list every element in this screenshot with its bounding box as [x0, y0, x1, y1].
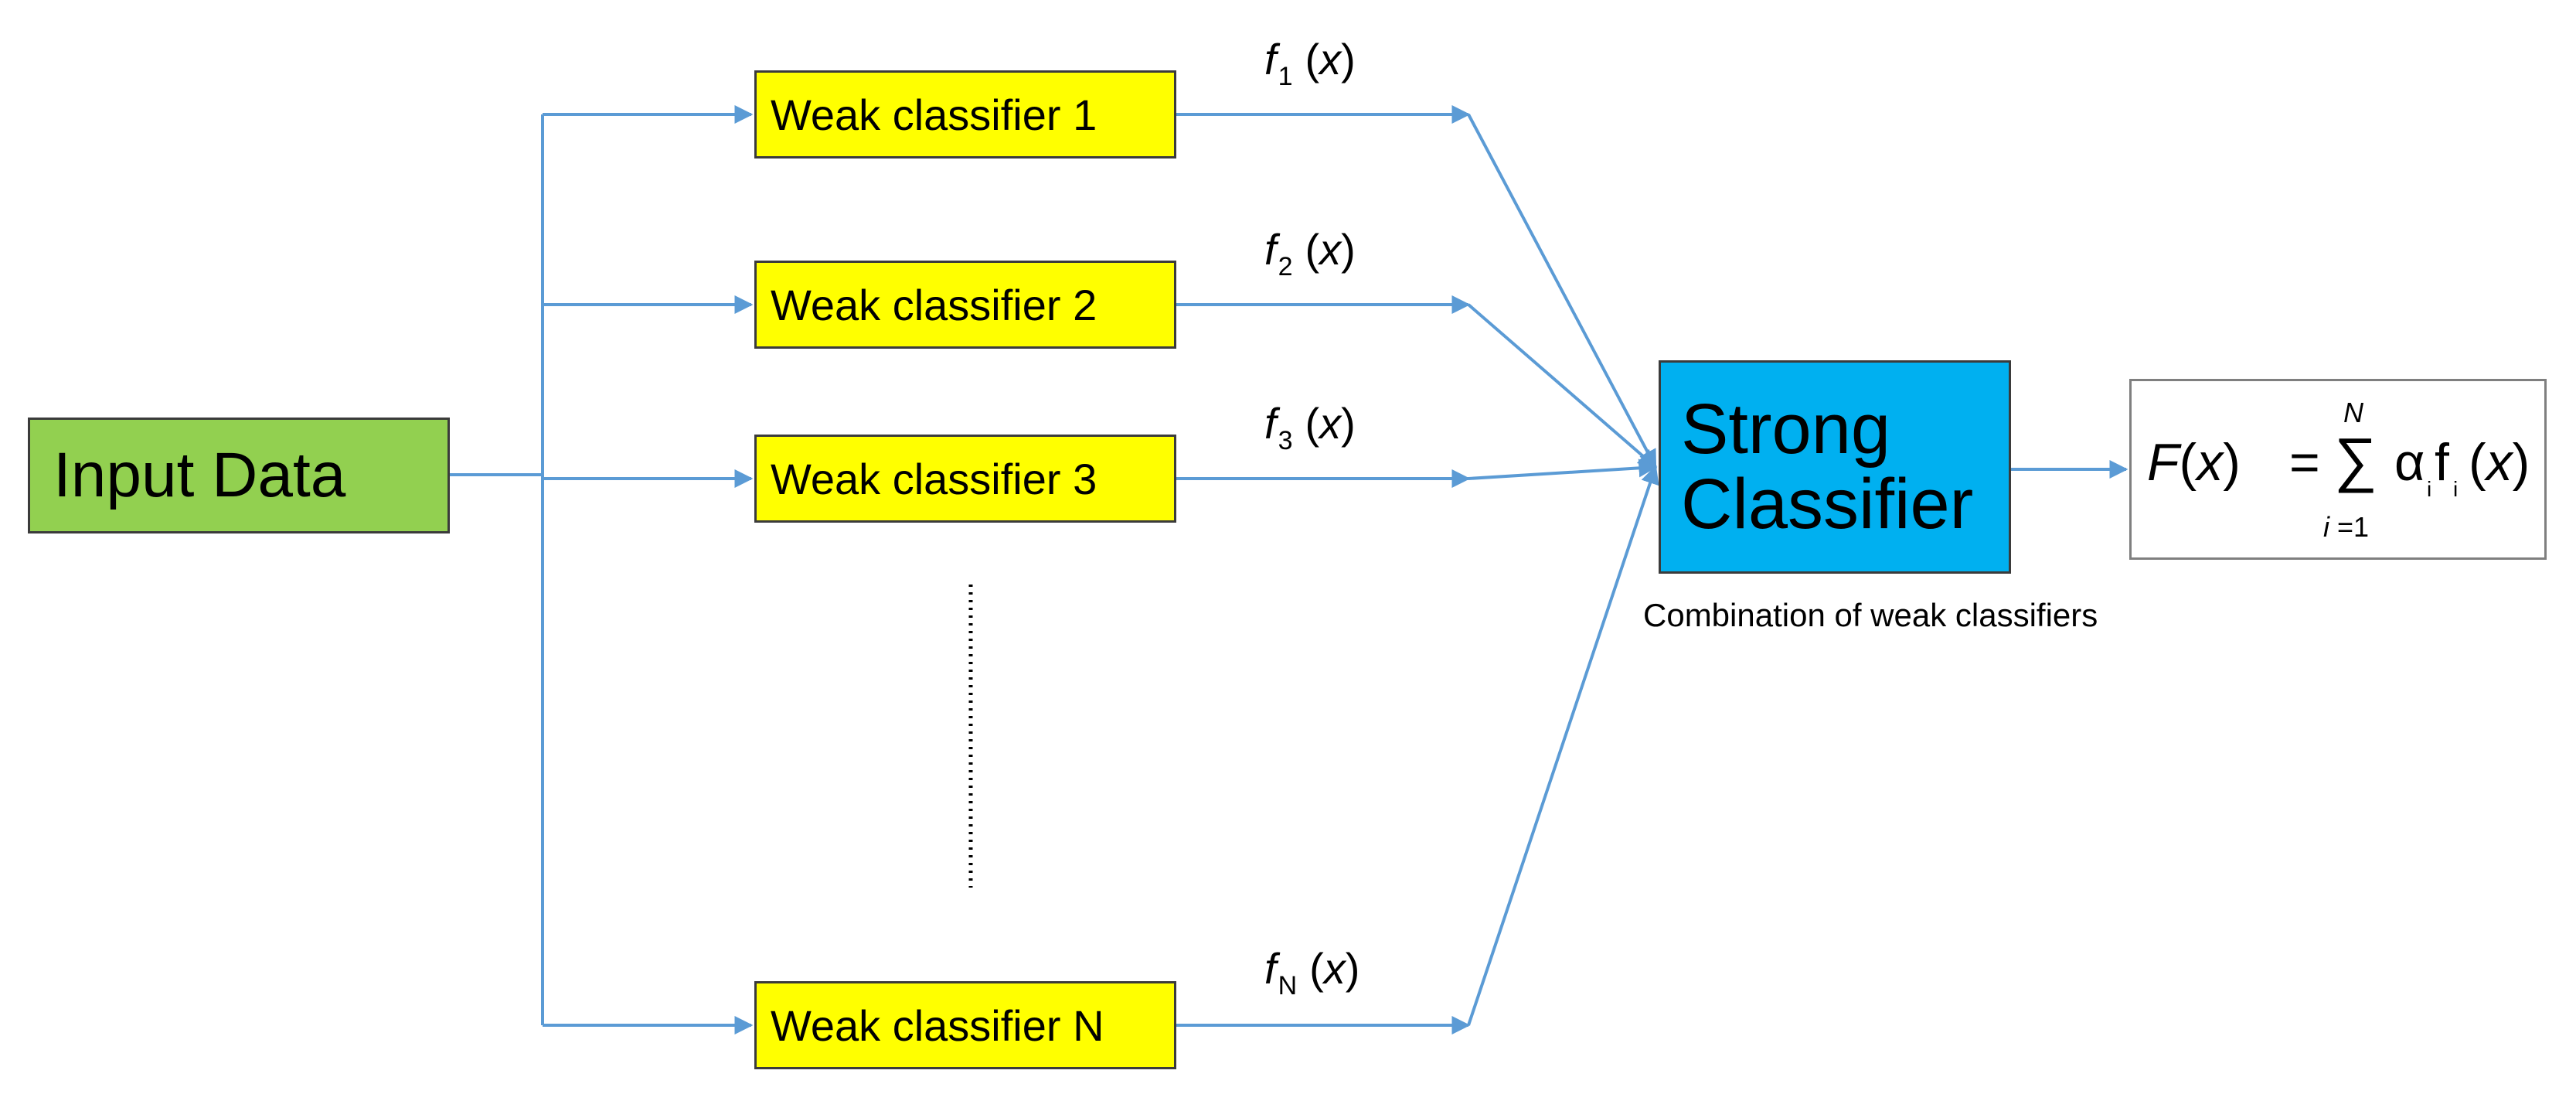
- weak-classifier-1: Weak classifier 1: [754, 70, 1176, 159]
- formula-rhs-open: (: [2469, 433, 2486, 492]
- converge-arrow-1: [1467, 114, 1657, 469]
- function-name: f: [1264, 399, 1277, 448]
- formula-rhs: (x): [2469, 432, 2530, 493]
- function-subscript: 2: [1278, 252, 1293, 281]
- formula-rhs-x: x: [2486, 433, 2513, 492]
- formula-x: x: [2197, 433, 2224, 492]
- sigma-icon: ∑: [2334, 425, 2377, 493]
- function-subscript: N: [1278, 971, 1298, 1000]
- weak-classifier-2: Weak classifier 2: [754, 261, 1176, 349]
- output-function-label-n: fN(x): [1264, 944, 1360, 1000]
- formula-lhs: F(x): [2147, 432, 2241, 493]
- function-arg: x: [1319, 225, 1342, 274]
- formula-box: F(x) = ∑ N i =1 α i f i (x): [2129, 379, 2547, 560]
- function-subscript: 3: [1278, 426, 1293, 455]
- function-name: f: [1264, 944, 1277, 993]
- sum-upper-limit: N: [2343, 397, 2363, 428]
- sum-index-var: i: [2323, 511, 2329, 543]
- function-arg: x: [1319, 35, 1342, 84]
- formula-rhs-close: ): [2512, 433, 2530, 492]
- strong-classifier-caption: Combination of weak classifiers: [1643, 597, 2098, 633]
- output-function-label-1: f1(x): [1264, 35, 1356, 91]
- converge-arrow-n: [1467, 465, 1659, 1026]
- strong-classifier-line1: Strong: [1681, 390, 1891, 469]
- f-subscript: i: [2453, 477, 2459, 501]
- function-arg: x: [1319, 399, 1342, 448]
- formula-equals: =: [2289, 433, 2320, 492]
- weak-classifier-label: Weak classifier 1: [771, 90, 1097, 139]
- converge-arrow-2: [1467, 303, 1657, 469]
- output-function-label-3: f3(x): [1264, 399, 1356, 455]
- function-arg: x: [1323, 944, 1346, 993]
- weak-classifier-label: Weak classifier 3: [771, 454, 1097, 503]
- formula-f: f: [2435, 433, 2449, 492]
- function-name: f: [1264, 225, 1277, 274]
- sum-lower-rest: =1: [2329, 511, 2370, 543]
- output-function-label-2: f2(x): [1264, 225, 1356, 281]
- weak-classifier-label: Weak classifier 2: [771, 280, 1097, 329]
- weak-classifier-n: Weak classifier N: [754, 981, 1176, 1069]
- formula-alpha: α: [2394, 433, 2425, 492]
- input-data-box: Input Data: [28, 418, 450, 533]
- weak-classifier-3: Weak classifier 3: [754, 435, 1176, 523]
- function-name: f: [1264, 35, 1277, 84]
- converge-arrow-3: [1468, 458, 1658, 480]
- formula-open-paren: (: [2179, 433, 2197, 492]
- sum-lower-limit: i =1: [2323, 511, 2369, 544]
- strong-classifier-line2: Classifier: [1681, 465, 1974, 544]
- function-subscript: 1: [1278, 62, 1293, 91]
- alpha-subscript: i: [2427, 477, 2432, 501]
- input-data-label: Input Data: [53, 440, 346, 510]
- strong-classifier-box: Strong Classifier: [1659, 360, 2011, 574]
- formula-F: F: [2147, 433, 2180, 492]
- formula-close-paren: ): [2223, 433, 2241, 492]
- weak-classifier-label: Weak classifier N: [771, 1000, 1104, 1050]
